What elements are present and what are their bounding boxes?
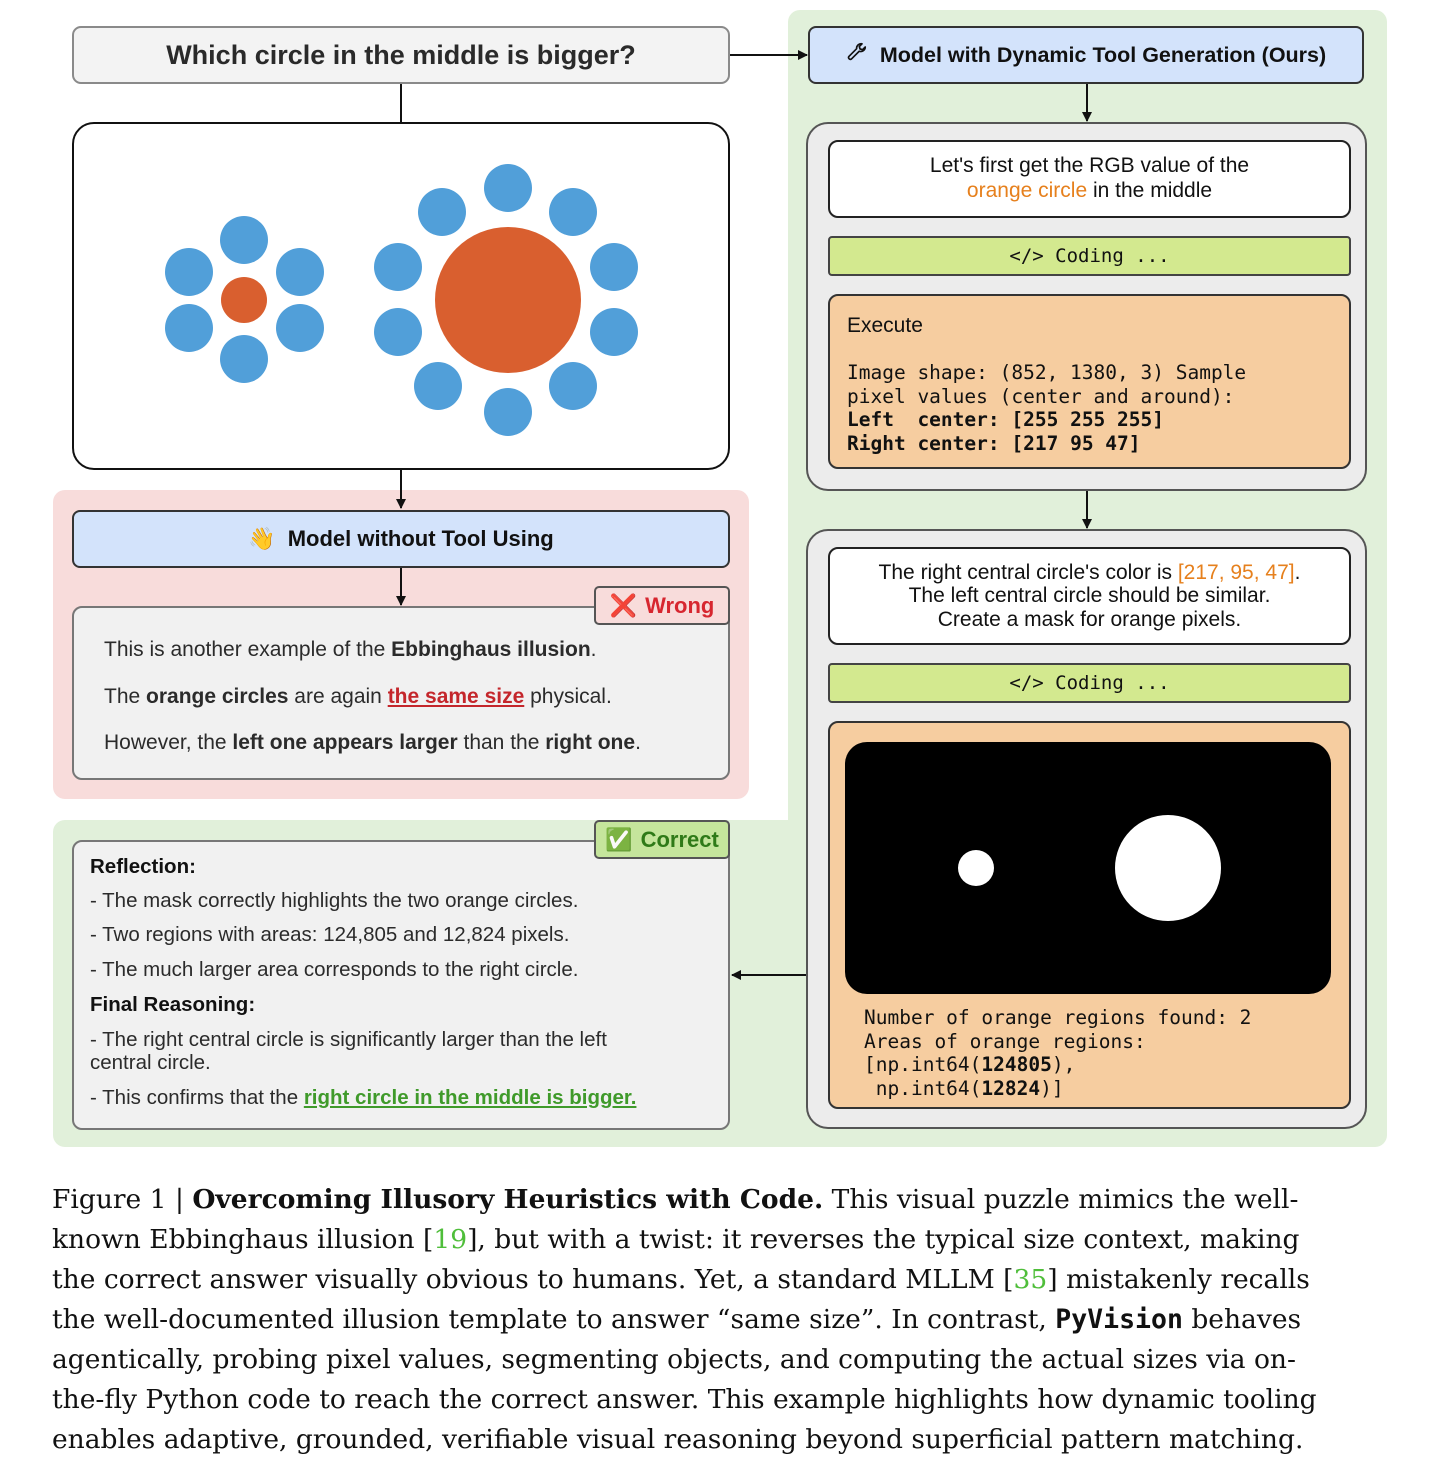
blue-circle xyxy=(276,304,324,352)
correct-badge: ✅ Correct xyxy=(594,820,730,859)
caption-line: the well-documented illusion template to… xyxy=(52,1304,1302,1335)
right-center-orange-circle xyxy=(435,227,581,373)
question-box: Which circle in the middle is bigger? xyxy=(72,26,730,84)
no-tool-line-3: However, the left one appears larger tha… xyxy=(104,731,641,754)
citation-link[interactable]: 35 xyxy=(1013,1264,1048,1295)
blue-circle xyxy=(484,164,532,212)
pyvision-name: PyVision xyxy=(1055,1304,1183,1335)
same-size-highlight: the same size xyxy=(387,685,525,708)
caption-line: agentically, probing pixel values, segme… xyxy=(52,1344,1296,1375)
cross-mark-icon: ❌ xyxy=(609,592,638,618)
step2-output: Number of orange regions found: 2 Areas … xyxy=(864,1006,1252,1100)
blue-circle xyxy=(220,216,268,264)
orange-circle-highlight: orange circle xyxy=(966,179,1088,202)
wrench-icon xyxy=(846,41,868,69)
step1-execute-panel: Execute Image shape: (852, 1380, 3) Samp… xyxy=(828,294,1351,469)
no-tool-model-header: 👋 Model without Tool Using xyxy=(72,510,730,568)
caption-line: the-fly Python code to reach the correct… xyxy=(52,1384,1317,1415)
correct-answer-highlight: right circle in the middle is bigger. xyxy=(303,1086,637,1109)
caption-line: the correct answer visually obvious to h… xyxy=(52,1264,1310,1295)
dynamic-model-header: Model with Dynamic Tool Generation (Ours… xyxy=(808,26,1364,84)
reflection-item: - The mask correctly highlights the two … xyxy=(90,889,579,912)
caption-line: enables adaptive, grounded, verifiable v… xyxy=(52,1424,1304,1455)
question-text: Which circle in the middle is bigger? xyxy=(166,39,636,70)
step2-coding-bar: </> Coding ... xyxy=(828,663,1351,703)
blue-circle xyxy=(374,308,422,356)
reflection-item: - Two regions with areas: 124,805 and 12… xyxy=(90,923,570,946)
rgb-value-highlight: [217, 95, 47] xyxy=(1177,560,1295,584)
illusion-image xyxy=(72,122,730,470)
no-tool-line-2: The orange circles are again the same si… xyxy=(104,685,612,708)
blue-circle xyxy=(418,188,466,236)
large-mask-circle xyxy=(1115,815,1221,921)
citation-link[interactable]: 19 xyxy=(433,1224,468,1255)
caption-title: Overcoming Illusory Heuristics with Code… xyxy=(192,1184,824,1215)
waving-hand-icon: 👋 xyxy=(248,526,276,551)
step1-output: Image shape: (852, 1380, 3) Sample pixel… xyxy=(847,361,1247,455)
no-tool-model-title: Model without Tool Using xyxy=(287,526,554,551)
blue-circle xyxy=(220,335,268,383)
blue-circle xyxy=(165,248,213,296)
blue-circle xyxy=(165,304,213,352)
left-center-orange-circle xyxy=(221,277,267,323)
check-mark-icon: ✅ xyxy=(605,826,633,852)
final-reasoning-heading: Final Reasoning: xyxy=(90,993,256,1016)
dynamic-model-title: Model with Dynamic Tool Generation (Ours… xyxy=(879,42,1327,67)
small-mask-circle xyxy=(958,850,994,886)
blue-circle xyxy=(549,362,597,410)
figure-caption: Figure 1 | Overcoming Illusory Heuristic… xyxy=(52,1180,1397,1460)
final-item-1b: central circle. xyxy=(90,1051,211,1074)
caption-line: Figure 1 | Overcoming Illusory Heuristic… xyxy=(52,1184,1299,1215)
left-circle-group xyxy=(165,216,324,383)
blue-circle xyxy=(276,248,324,296)
no-tool-line-1: This is another example of the Ebbinghau… xyxy=(104,638,597,661)
wrong-badge: ❌ Wrong xyxy=(594,586,730,625)
blue-circle xyxy=(484,388,532,436)
blue-circle xyxy=(590,243,638,291)
right-circle-group xyxy=(374,164,638,436)
step1-thought: Let's first get the RGB value of the ora… xyxy=(828,140,1351,218)
blue-circle xyxy=(414,362,462,410)
reflection-item: - The much larger area corresponds to th… xyxy=(90,958,579,981)
caption-line: known Ebbinghaus illusion [19], but with… xyxy=(52,1224,1300,1255)
final-item-2: - This confirms that the right circle in… xyxy=(90,1086,637,1109)
correct-answer-panel: Reflection: - The mask correctly highlig… xyxy=(72,840,730,1130)
step2-execute-panel: Number of orange regions found: 2 Areas … xyxy=(828,721,1351,1109)
blue-circle xyxy=(374,243,422,291)
blue-circle xyxy=(549,188,597,236)
orange-mask-image xyxy=(845,742,1331,994)
step1-coding-bar: </> Coding ... xyxy=(828,236,1351,276)
final-item-1a: - The right central circle is significan… xyxy=(90,1028,607,1051)
execute-label: Execute xyxy=(847,314,923,337)
step2-thought: The right central circle's color is [217… xyxy=(828,547,1351,645)
no-tool-answer-panel: This is another example of the Ebbinghau… xyxy=(72,606,730,780)
blue-circle xyxy=(590,308,638,356)
reflection-heading: Reflection: xyxy=(90,855,196,878)
